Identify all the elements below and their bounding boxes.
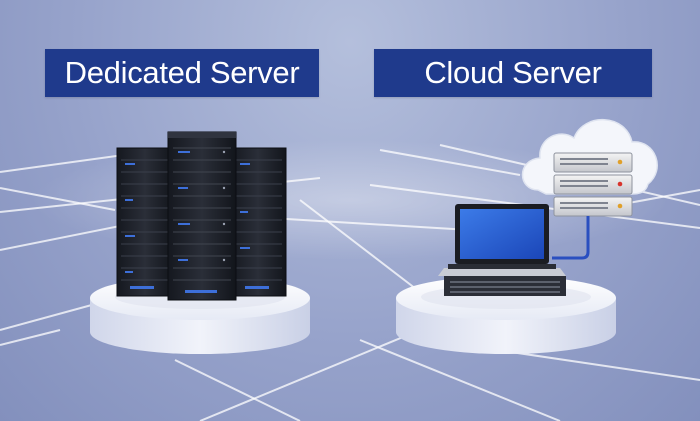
cloud-server-stack [553, 152, 633, 217]
dedicated-server-label: Dedicated Server [45, 49, 319, 97]
laptop-icon [438, 204, 566, 296]
network-cable [552, 216, 590, 260]
server-rack-right [229, 147, 287, 297]
cloud-server-label: Cloud Server [374, 49, 652, 97]
server-rack-center [167, 131, 237, 301]
server-rack-left [116, 147, 174, 297]
